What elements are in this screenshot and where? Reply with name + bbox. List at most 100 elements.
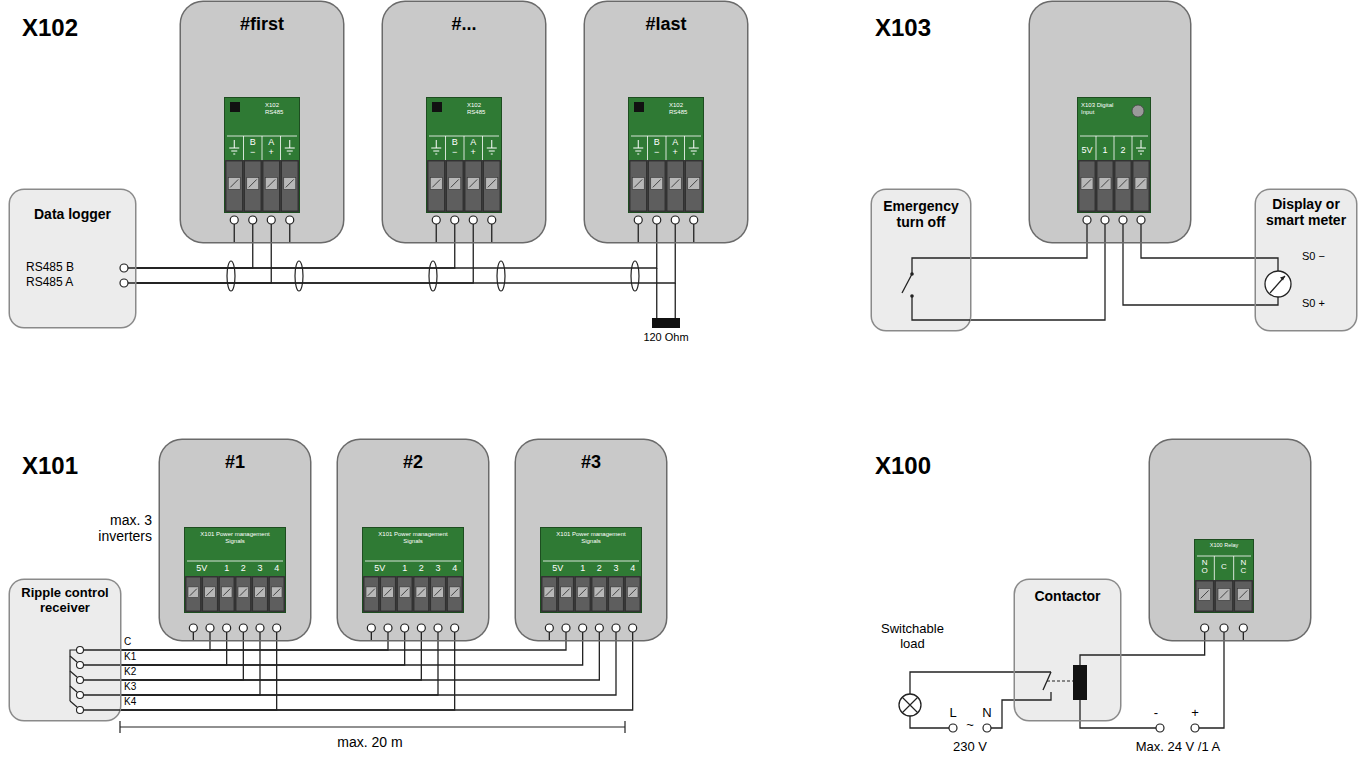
terminal-board: X102 RS485B−A+ bbox=[427, 98, 501, 212]
terminal-board: X100 RelayNO C NC bbox=[1195, 540, 1253, 612]
wire-strand bbox=[135, 242, 253, 268]
contactor-box: Contactor bbox=[1015, 580, 1120, 720]
box-title: Emergency turn off bbox=[874, 198, 968, 230]
box-title: Display or smart meter bbox=[1258, 196, 1354, 228]
inverter-housing: #lastX102 RS485B−A+ bbox=[585, 2, 747, 242]
pin-name: 4 bbox=[624, 564, 641, 574]
signal-name: K2 bbox=[124, 666, 148, 678]
board-label: X101 Power management Signals bbox=[195, 531, 275, 544]
wire-strand bbox=[120, 640, 421, 680]
wire-strand bbox=[120, 640, 633, 710]
wire-strand bbox=[135, 242, 455, 268]
wire bbox=[120, 640, 633, 710]
pin-name: 4 bbox=[268, 564, 285, 574]
dimension-line bbox=[120, 721, 625, 733]
box-title: Contactor bbox=[1017, 588, 1118, 604]
wire-strand bbox=[120, 640, 210, 650]
board-label: X101 Power management Signals bbox=[551, 531, 631, 544]
data-logger-box: Data loggerRS485 BRS485 A bbox=[10, 190, 135, 327]
board-label: X102 RS485 bbox=[669, 102, 701, 115]
pin-name: C bbox=[1221, 563, 1228, 571]
wire-strand bbox=[135, 242, 271, 283]
wire-strand bbox=[120, 640, 405, 665]
wire bbox=[135, 242, 271, 283]
port-name: S0 + bbox=[1302, 297, 1352, 310]
wire bbox=[970, 242, 1105, 320]
inverter-housing: #... X102 RS485B−A+ bbox=[383, 2, 545, 242]
dimension: max. 20 m bbox=[325, 734, 415, 750]
pin-name: 3 bbox=[430, 564, 447, 574]
signal-name: K1 bbox=[124, 651, 148, 663]
wire-strand bbox=[120, 640, 243, 680]
port-name: S0 − bbox=[1302, 250, 1352, 263]
pin-name: B bbox=[446, 138, 465, 148]
inverter-housing: #2X101 Power management Signals5V1234 bbox=[338, 440, 488, 640]
pin-name: 2 bbox=[235, 564, 252, 574]
pin-name: A bbox=[262, 138, 281, 148]
switch-box: Emergency turn off bbox=[872, 190, 970, 330]
wire-strand bbox=[970, 242, 1087, 258]
wire-strand bbox=[120, 640, 388, 650]
pin-name: 5V bbox=[371, 564, 388, 574]
pin-name: A bbox=[666, 138, 685, 148]
pin-name: 1 bbox=[218, 564, 235, 574]
terminal-name: + bbox=[1189, 706, 1201, 721]
wire-strand bbox=[120, 640, 583, 665]
panel-title: X100 bbox=[875, 452, 965, 480]
pin-name: + bbox=[262, 148, 281, 158]
pin-name: − bbox=[446, 148, 465, 158]
board-label: X103 Digital Input bbox=[1081, 102, 1115, 115]
wire-strand bbox=[120, 640, 438, 695]
pin-name: 1 bbox=[396, 564, 413, 574]
terminal-board: X102 RS485B−A+ bbox=[225, 98, 299, 212]
terminal-name: - bbox=[1150, 706, 1162, 721]
signal-name: K4 bbox=[124, 696, 148, 708]
inverter-housing: #1X101 Power management Signals5V1234 bbox=[160, 440, 310, 640]
pin-name: B bbox=[244, 138, 263, 148]
inverter-housing: X100 RelayNO C NC bbox=[1150, 440, 1310, 640]
wire-strand bbox=[1123, 242, 1256, 305]
symbol bbox=[225, 98, 299, 212]
inverter-number: #... bbox=[383, 14, 545, 35]
wire bbox=[1123, 242, 1256, 305]
pin-name: 3 bbox=[252, 564, 269, 574]
pin-name: − bbox=[648, 148, 667, 158]
terminal-name: L bbox=[946, 706, 960, 721]
signal-name: C bbox=[124, 636, 148, 648]
terminal-board: X101 Power management Signals5V1234 bbox=[185, 528, 285, 612]
wire-strand bbox=[120, 640, 260, 695]
rating: Max. 24 V /1 A bbox=[1113, 740, 1243, 755]
terminal-board: X102 RS485B−A+ bbox=[629, 98, 703, 212]
ac-symbol: ~ bbox=[962, 718, 978, 733]
wire-strand bbox=[1141, 242, 1256, 258]
pin-name: B bbox=[648, 138, 667, 148]
pin-name: + bbox=[666, 148, 685, 158]
board-label: X100 Relay bbox=[1199, 542, 1249, 548]
panel-title: X103 bbox=[875, 14, 965, 42]
wire-strand bbox=[135, 242, 657, 268]
wire-strand bbox=[135, 242, 473, 283]
board-label: X102 RS485 bbox=[265, 102, 297, 115]
wire-strand bbox=[1120, 640, 1205, 655]
load-label: Switchable load bbox=[870, 622, 955, 652]
resistor-value: 120 Ohm bbox=[630, 331, 702, 344]
inverter-housing: #firstX102 RS485B−A+ bbox=[181, 2, 343, 242]
pin-name: 4 bbox=[446, 564, 463, 574]
pin-name: NO bbox=[1201, 559, 1208, 575]
pin-name: 3 bbox=[608, 564, 625, 574]
board-label: X101 Power management Signals bbox=[373, 531, 453, 544]
meter-box: Display or smart meter S0 − S0 + bbox=[1256, 190, 1356, 330]
pin-name: − bbox=[244, 148, 263, 158]
wire-strand bbox=[120, 640, 566, 650]
inverter-number: #first bbox=[181, 14, 343, 35]
wire-strand bbox=[120, 640, 616, 695]
wire bbox=[1120, 640, 1205, 655]
voltage: 230 V bbox=[935, 740, 1005, 755]
box-title: Data logger bbox=[10, 206, 135, 222]
wire-strand bbox=[120, 640, 227, 665]
pin-name: 5V bbox=[549, 564, 566, 574]
pin-name: A bbox=[464, 138, 483, 148]
box-title: Ripple control receiver bbox=[12, 586, 118, 616]
pin-name: NC bbox=[1240, 559, 1247, 575]
symbol bbox=[427, 98, 501, 212]
